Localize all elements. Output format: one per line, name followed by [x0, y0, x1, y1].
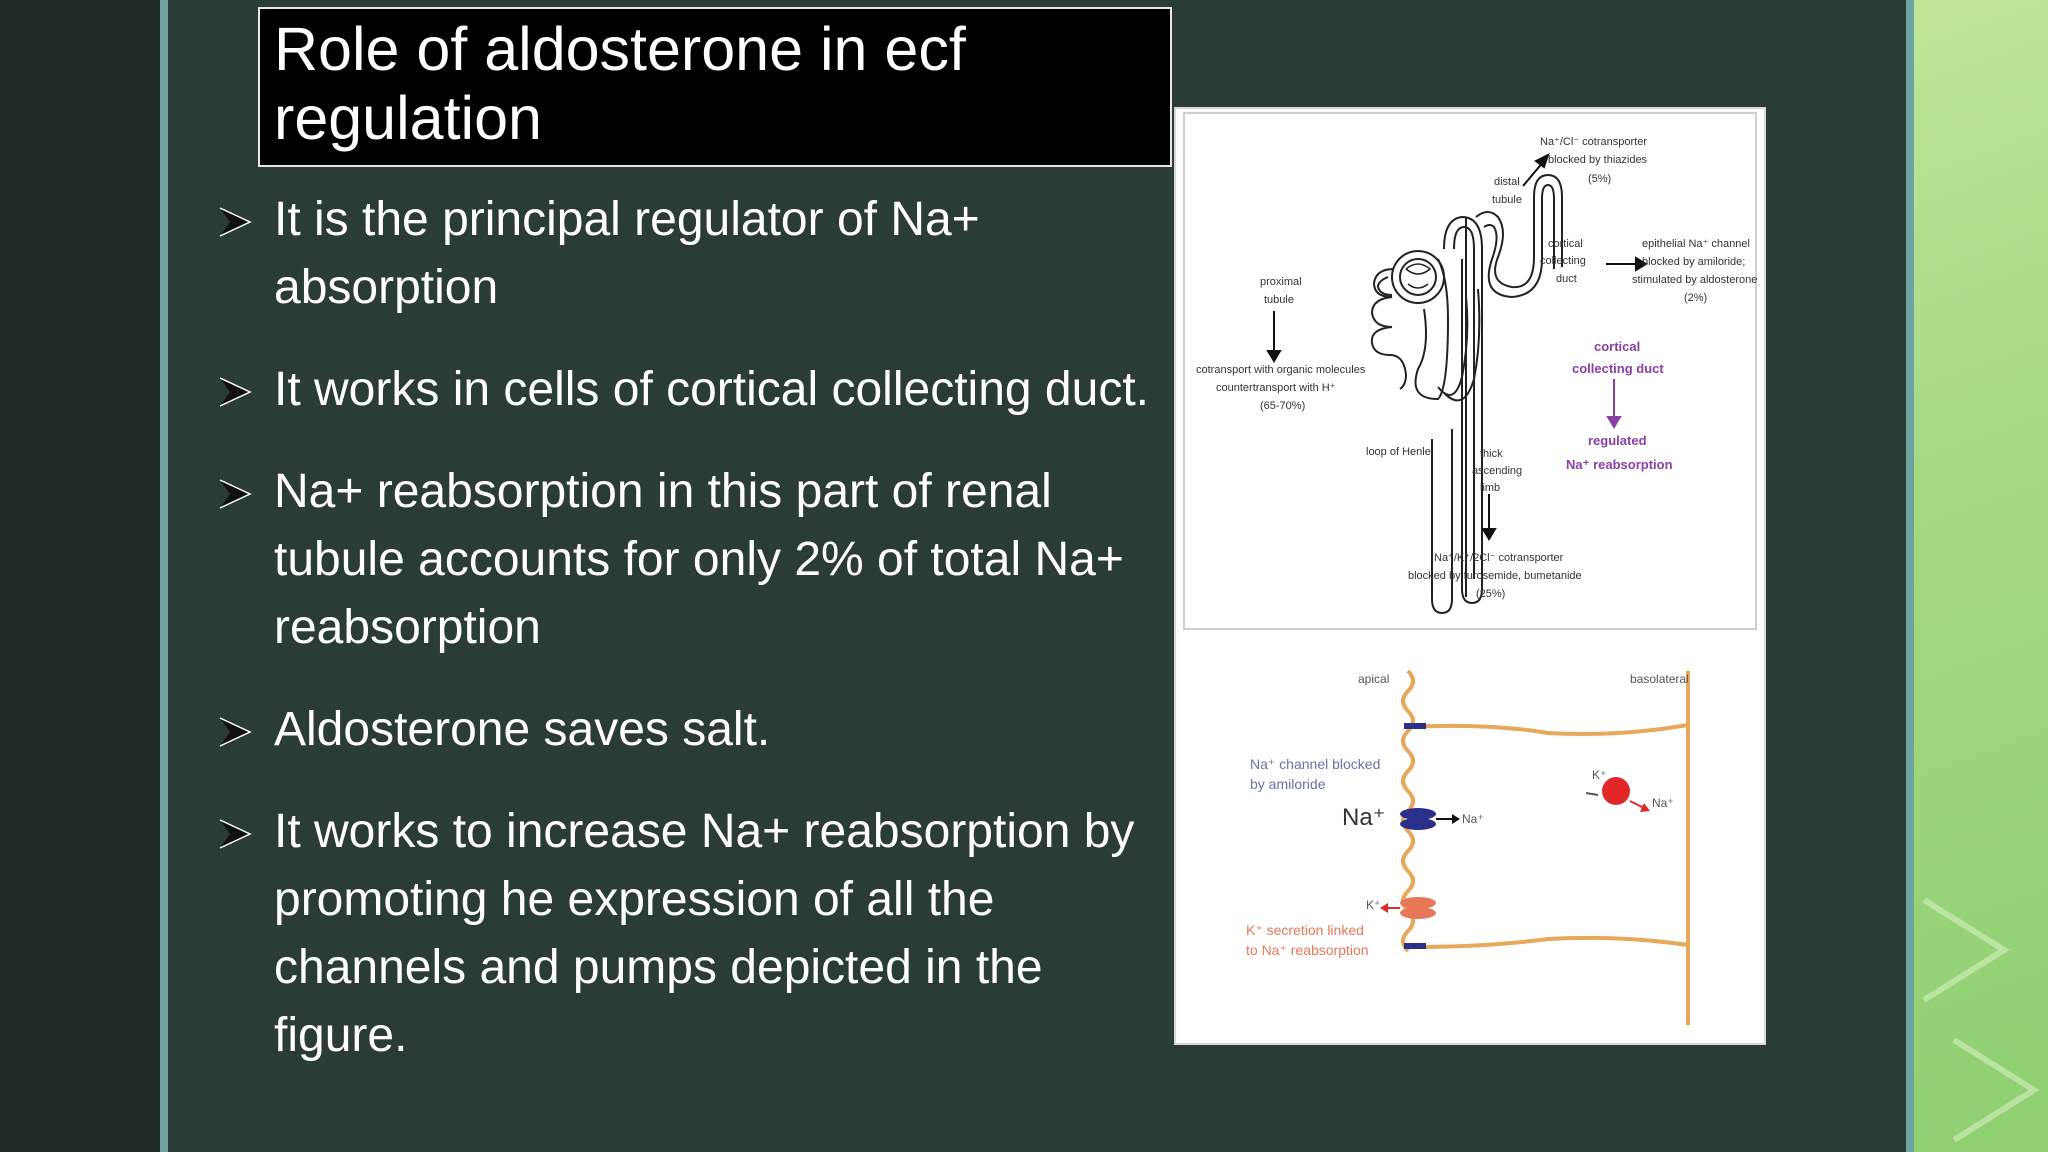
tight-junctions — [1404, 723, 1426, 949]
pump-na-label: Na⁺ — [1652, 796, 1674, 810]
k-secretion-label-1: K⁺ secretion linked — [1246, 922, 1364, 938]
enac-label-2: blocked by amiloride; — [1642, 256, 1745, 268]
bullet-item: Na+ reabsorption in this part of renal t… — [214, 458, 1154, 662]
sodium-potassium-pump-icon — [1585, 777, 1650, 812]
nephron-arrows — [1266, 153, 1648, 541]
nkcc-label-2: blocked by furosemide, bumetanide — [1408, 570, 1582, 582]
bullet-text: It works in cells of cortical collecting… — [274, 363, 1149, 416]
tal-label-1: thick — [1480, 448, 1503, 460]
right-accent-bar — [1906, 0, 1914, 1152]
pump-k-label: K⁺ — [1592, 768, 1606, 782]
sodium-channel-icon — [1400, 808, 1460, 830]
nephron-panel — [1183, 112, 1757, 630]
ccd-purple-label-2: collecting duct — [1572, 361, 1664, 376]
basolateral-label: basolateral — [1630, 672, 1689, 686]
cell-panel — [1184, 631, 1756, 1035]
decorative-green-band — [1914, 0, 2048, 1152]
regulated-label-1: regulated — [1588, 433, 1647, 448]
arrowhead-bullet-icon — [219, 207, 252, 237]
channel-label-1: Na⁺ channel blocked — [1250, 756, 1380, 772]
regulated-label-2: Na⁺ reabsorption — [1566, 457, 1673, 472]
left-accent-bar — [160, 0, 168, 1152]
slide-title-box: Role of aldosterone in ecf regulation — [258, 7, 1172, 167]
arrowhead-bullet-icon — [219, 479, 252, 509]
loop-label: loop of Henle — [1366, 446, 1431, 458]
dct-label-1: Na⁺/Cl⁻ cotransporter — [1540, 136, 1647, 148]
nephron-diagram: Na⁺/Cl⁻ cotransporter blocked by thiazid… — [1183, 112, 1757, 1035]
potassium-channel-icon — [1380, 897, 1436, 919]
pt-desc-3: (65-70%) — [1260, 400, 1305, 412]
channel-label-2: by amiloride — [1250, 776, 1326, 792]
na-large-label: Na⁺ — [1342, 804, 1385, 831]
ccd-label-3: duct — [1556, 273, 1577, 285]
bullet-item: It is the principal regulator of Na+ abs… — [214, 186, 1154, 322]
nephron-figure: Na⁺/Cl⁻ cotransporter blocked by thiazid… — [1174, 107, 1766, 1045]
apical-label: apical — [1358, 672, 1389, 686]
nkcc-label-1: Na⁺/K⁺/2Cl⁻ cotransporter — [1434, 552, 1564, 564]
na-small-label: Na⁺ — [1462, 812, 1484, 826]
k-small-label: K⁺ — [1366, 898, 1380, 912]
ccd-label-2: collecting — [1540, 255, 1586, 267]
tal-label-3: limb — [1480, 482, 1500, 494]
bullet-text: Aldosterone saves salt. — [274, 703, 771, 756]
nkcc-label-3: (25%) — [1476, 588, 1505, 600]
ccd-label-1: cortical — [1548, 238, 1583, 250]
slide-title: Role of aldosterone in ecf regulation — [274, 15, 966, 152]
bullet-text: It is the principal regulator of Na+ abs… — [274, 193, 980, 314]
enac-label-1: epithelial Na⁺ channel — [1642, 238, 1750, 250]
bullet-item: It works to increase Na+ reabsorption by… — [214, 798, 1154, 1070]
enac-label-4: (2%) — [1684, 292, 1707, 304]
bullet-text: Na+ reabsorption in this part of renal t… — [274, 465, 1124, 654]
distal-label-1: distal — [1494, 176, 1520, 188]
dct-label-3: (5%) — [1588, 173, 1611, 185]
chevron-decoration — [1922, 897, 2040, 1143]
bullet-item: Aldosterone saves salt. — [214, 696, 1154, 764]
arrowhead-bullet-icon — [219, 717, 252, 747]
purple-arrow — [1606, 379, 1622, 429]
bullet-list: It is the principal regulator of Na+ abs… — [214, 186, 1154, 1104]
pt-label-2: tubule — [1264, 294, 1294, 306]
pt-desc-1: cotransport with organic molecules — [1196, 364, 1366, 376]
bullet-text: It works to increase Na+ reabsorption by… — [274, 805, 1135, 1062]
arrowhead-bullet-icon — [219, 377, 252, 407]
ccd-purple-label-1: cortical — [1594, 339, 1640, 354]
enac-label-3: stimulated by aldosterone — [1632, 274, 1757, 286]
distal-label-2: tubule — [1492, 194, 1522, 206]
pt-label-1: proximal — [1260, 276, 1302, 288]
nephron-structure — [1370, 173, 1563, 615]
arrowhead-bullet-icon — [219, 819, 252, 849]
pt-desc-2: countertransport with H⁺ — [1216, 382, 1336, 394]
k-secretion-label-2: to Na⁺ reabsorption — [1246, 942, 1369, 958]
bullet-item: It works in cells of cortical collecting… — [214, 356, 1154, 424]
dct-label-2: blocked by thiazides — [1548, 154, 1648, 166]
tal-label-2: ascending — [1472, 465, 1522, 477]
